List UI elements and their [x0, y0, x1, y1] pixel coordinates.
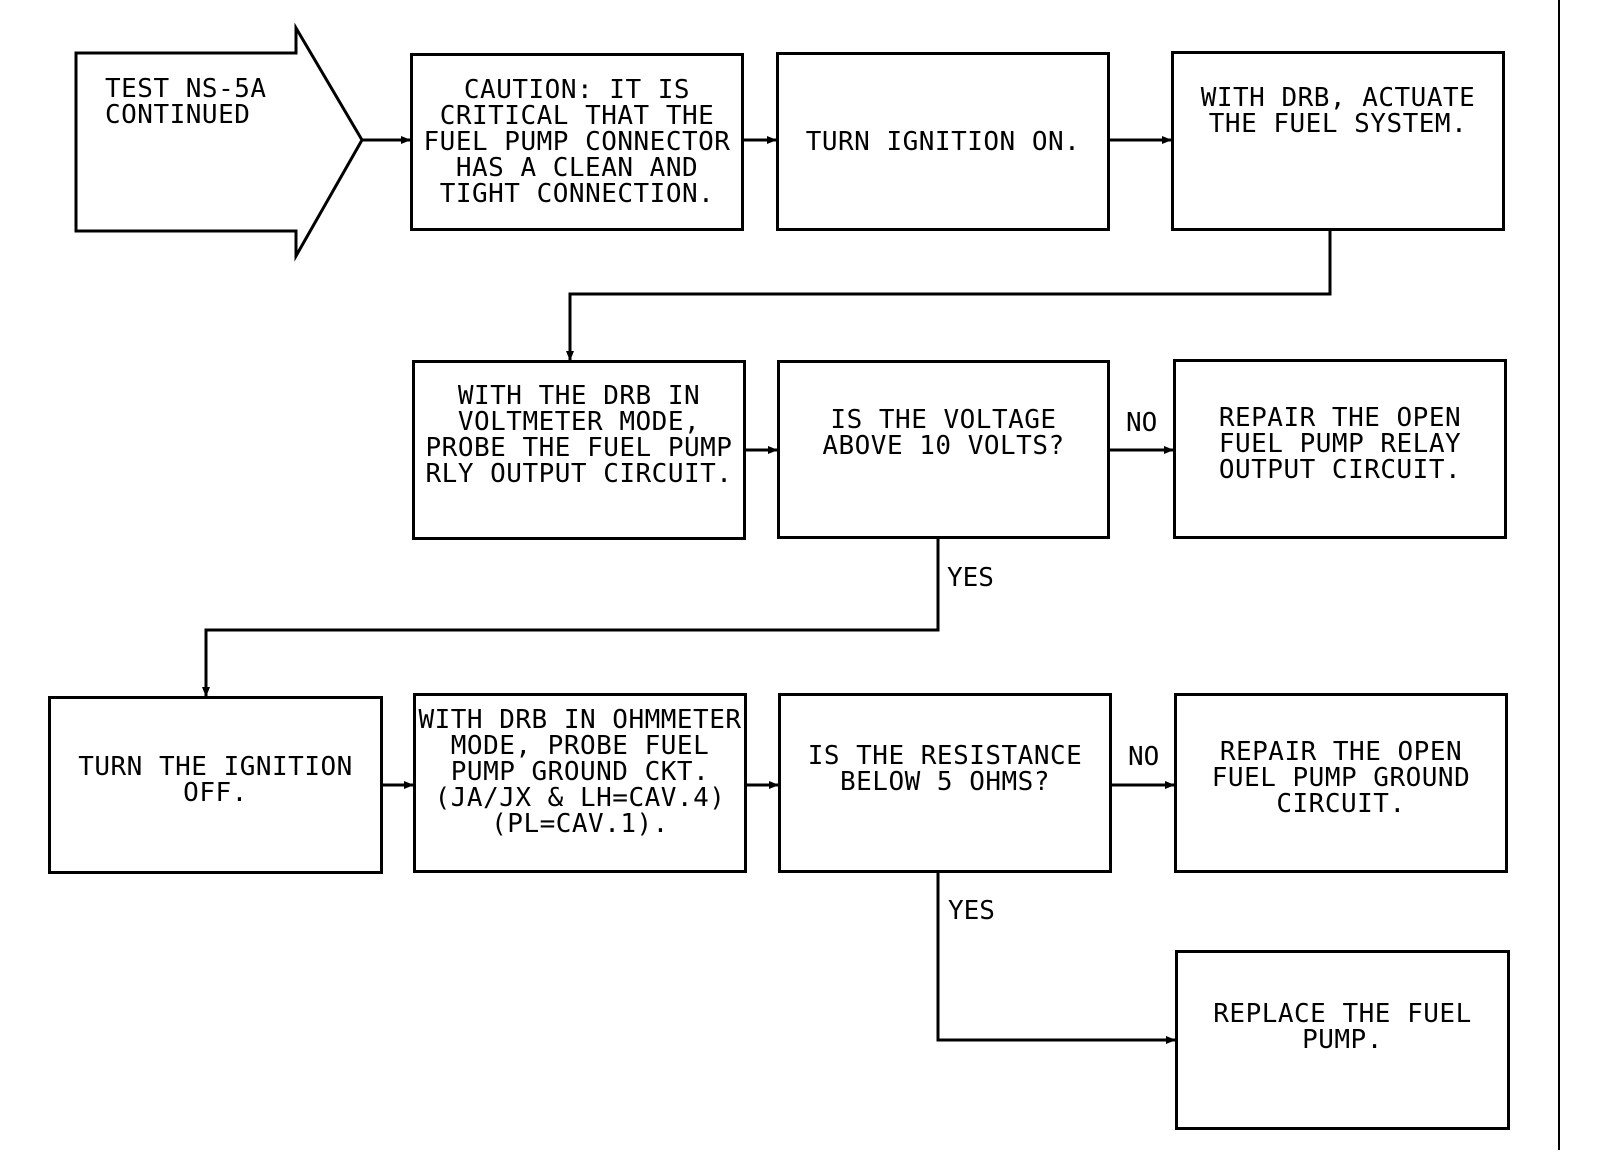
ignition-off-text: TURN THE IGNITION OFF. — [78, 752, 353, 808]
connector-resistance-yes — [936, 871, 1176, 1044]
repair-ground-circuit-text: REPAIR THE OPEN FUEL PUMP GROUND CIRCUIT… — [1211, 737, 1471, 819]
ignition-on-box: TURN IGNITION ON. — [776, 52, 1110, 231]
actuate-fuel-system-box: WITH DRB, ACTUATE THE FUEL SYSTEM. — [1171, 51, 1505, 231]
ignition-off-box: TURN THE IGNITION OFF. — [48, 696, 383, 874]
repair-relay-circuit-box: REPAIR THE OPEN FUEL PUMP RELAY OUTPUT C… — [1173, 359, 1507, 539]
connector-voltage-yes — [202, 538, 940, 697]
ohmmeter-probe-text: WITH DRB IN OHMMETER MODE, PROBE FUEL PU… — [418, 705, 742, 839]
voltmeter-probe-text: WITH THE DRB IN VOLTMETER MODE, PROBE TH… — [425, 381, 733, 489]
connector-actuate-to-voltmeter — [566, 229, 1332, 361]
voltage-yes-label: YES — [947, 563, 994, 593]
actuate-fuel-system-text: WITH DRB, ACTUATE THE FUEL SYSTEM. — [1200, 83, 1476, 139]
replace-fuel-pump-text: REPLACE THE FUEL PUMP. — [1213, 999, 1472, 1055]
start-arrow-shape — [74, 22, 364, 262]
voltage-question-box: IS THE VOLTAGE ABOVE 10 VOLTS? — [777, 360, 1110, 539]
voltage-question-text: IS THE VOLTAGE ABOVE 10 VOLTS? — [822, 404, 1065, 461]
caution-box: CAUTION: IT IS CRITICAL THAT THE FUEL PU… — [410, 53, 744, 231]
ohmmeter-probe-box: WITH DRB IN OHMMETER MODE, PROBE FUEL PU… — [413, 693, 747, 873]
start-arrow-label: TEST NS-5A CONTINUED — [105, 74, 267, 130]
voltmeter-probe-box: WITH THE DRB IN VOLTMETER MODE, PROBE TH… — [412, 360, 746, 540]
resistance-question-text: IS THE RESISTANCE BELOW 5 OHMS? — [807, 741, 1083, 797]
repair-ground-circuit-box: REPAIR THE OPEN FUEL PUMP GROUND CIRCUIT… — [1174, 693, 1508, 873]
replace-fuel-pump-box: REPLACE THE FUEL PUMP. — [1175, 950, 1510, 1130]
resistance-yes-label: YES — [948, 896, 995, 926]
resistance-question-box: IS THE RESISTANCE BELOW 5 OHMS? — [778, 693, 1112, 873]
voltage-no-label: NO — [1126, 408, 1158, 438]
caution-text: CAUTION: IT IS CRITICAL THAT THE FUEL PU… — [423, 75, 731, 209]
page-edge-line — [1558, 0, 1560, 1150]
repair-relay-circuit-text: REPAIR THE OPEN FUEL PUMP RELAY OUTPUT C… — [1218, 403, 1462, 485]
ignition-on-text: TURN IGNITION ON. — [805, 126, 1081, 157]
resistance-no-label: NO — [1128, 742, 1160, 772]
